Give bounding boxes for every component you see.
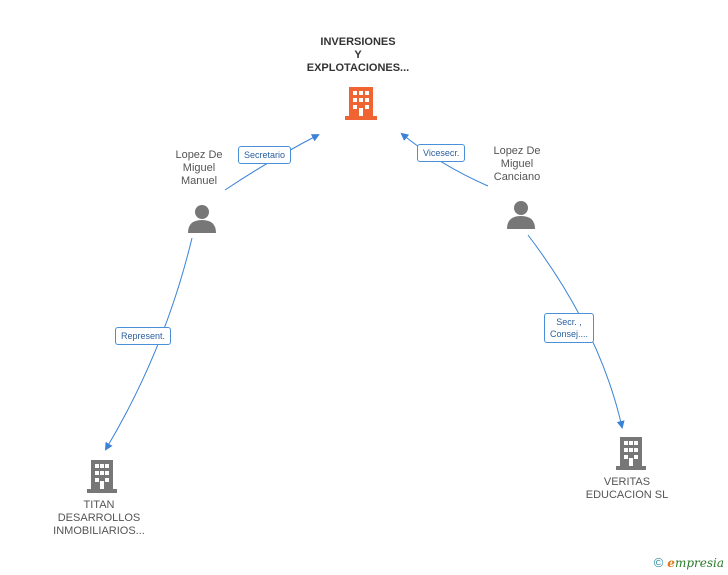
person-canciano-label[interactable]: Lopez De Miguel Canciano xyxy=(477,145,557,184)
person-icon[interactable] xyxy=(187,203,217,233)
person-canciano-line-3: Canciano xyxy=(493,171,541,183)
relation-represent-text: Represent. xyxy=(121,331,166,341)
person-manuel-line-2: Miguel xyxy=(182,162,216,174)
relation-secretario[interactable]: Secretario xyxy=(238,146,292,164)
relation-represent[interactable]: Represent. xyxy=(115,327,172,345)
main-company-line-1: INVERSIONES xyxy=(320,36,396,48)
relation-vicesecr[interactable]: Vicesecr. xyxy=(417,144,466,162)
building-icon[interactable] xyxy=(345,86,377,120)
company-veritas-label[interactable]: VERITAS EDUCACION SL xyxy=(577,476,677,502)
company-titan-line-1: TITAN xyxy=(83,499,115,511)
main-company-line-3: EXPLOTACIONES... xyxy=(306,62,410,74)
copyright-icon: © xyxy=(653,555,664,570)
company-veritas-line-2: EDUCACION SL xyxy=(585,489,669,501)
company-titan-line-3: INMOBILIARIOS... xyxy=(53,525,145,537)
person-canciano-line-1: Lopez De xyxy=(493,145,541,157)
building-icon[interactable] xyxy=(616,436,646,470)
person-manuel-label[interactable]: Lopez De Miguel Manuel xyxy=(159,149,239,188)
relation-vicesecr-text: Vicesecr. xyxy=(423,148,460,158)
edge-manuel-to-titan xyxy=(104,237,193,451)
main-company-label[interactable]: INVERSIONES Y EXPLOTACIONES... xyxy=(298,36,418,75)
building-icon[interactable] xyxy=(87,459,117,493)
relation-secr-consej-line-2: Consej.... xyxy=(550,329,589,339)
brand-logo-e: e xyxy=(667,556,675,570)
person-canciano-line-2: Miguel xyxy=(500,158,534,170)
person-manuel-line-3: Manuel xyxy=(180,175,218,187)
edge-canciano-to-main xyxy=(400,132,489,187)
person-manuel-line-1: Lopez De xyxy=(175,149,223,161)
footer-brand: ©empresia xyxy=(654,555,724,570)
relation-secr-consej[interactable]: Secr. , Consej.... xyxy=(544,313,595,343)
company-titan-line-2: DESARROLLOS xyxy=(57,512,141,524)
company-veritas-line-1: VERITAS xyxy=(603,476,651,488)
brand-name: mpresia xyxy=(674,556,724,570)
relation-secretario-text: Secretario xyxy=(244,150,286,160)
person-icon[interactable] xyxy=(506,199,536,229)
relation-secr-consej-line-1: Secr. , xyxy=(556,317,582,327)
main-company-line-2: Y xyxy=(354,49,362,61)
company-titan-label[interactable]: TITAN DESARROLLOS INMOBILIARIOS... xyxy=(44,499,154,538)
